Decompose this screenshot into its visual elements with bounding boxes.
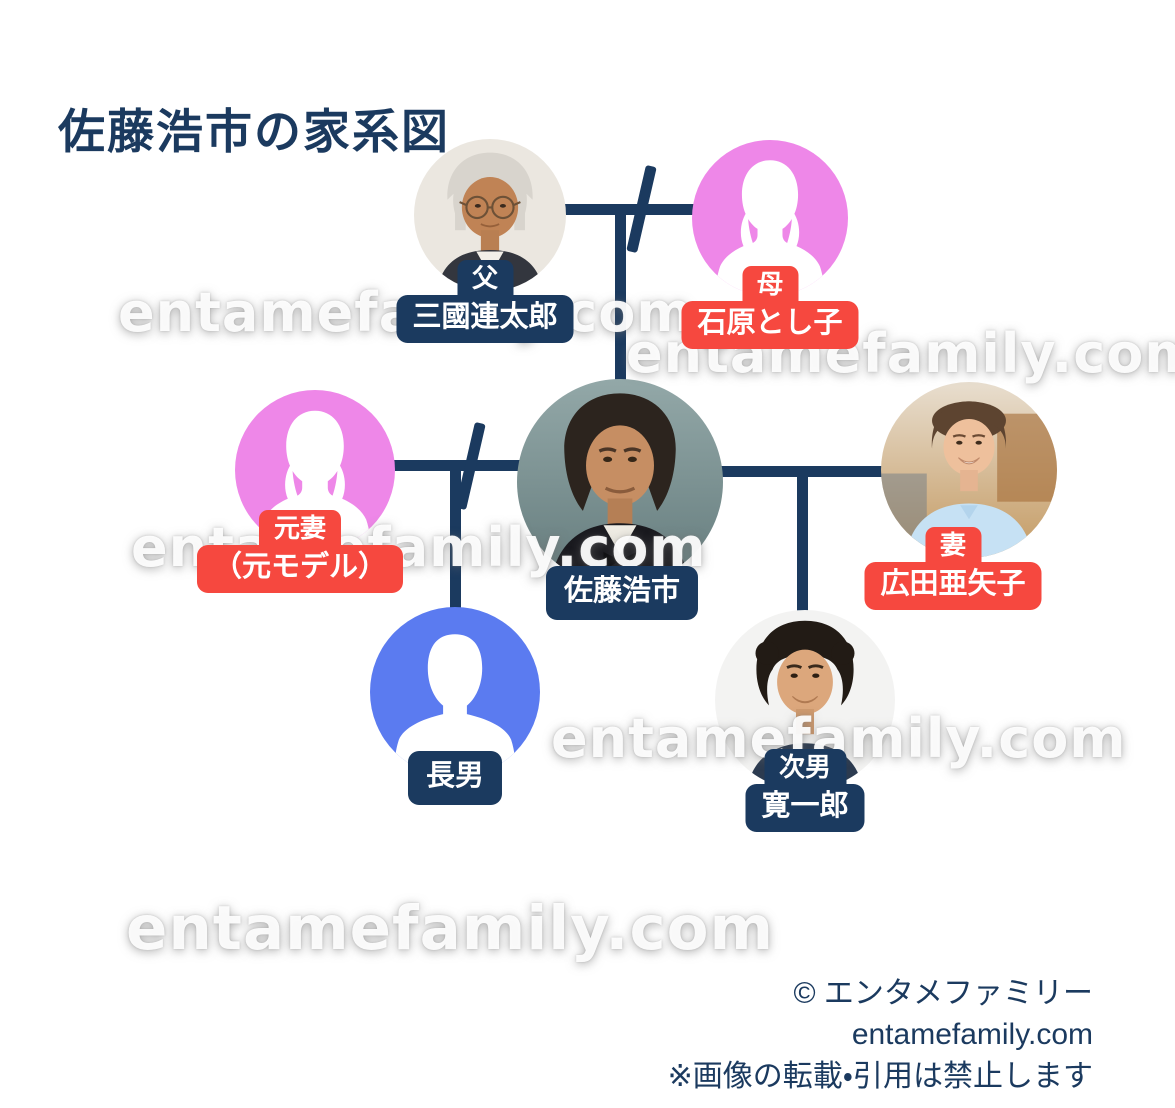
eldest-son-name: 長男: [407, 751, 503, 805]
mother-name: 石原とし子: [681, 300, 859, 350]
subject-name: 佐藤浩市: [545, 566, 699, 620]
second-son-label: 次男 寛一郎: [745, 749, 865, 833]
subject-label: 佐藤浩市: [545, 566, 699, 620]
footer-copyright: © エンタメファミリー: [793, 977, 1093, 1010]
mother-relation: 母: [741, 266, 799, 301]
person-subject: [517, 379, 723, 585]
subject-portrait-image: [517, 379, 723, 585]
footer-site: entamefamily.com: [851, 1018, 1093, 1052]
second-son-name: 寛一郎: [745, 783, 865, 833]
father-label: 父 三國連太郎: [396, 260, 574, 344]
second-son-relation: 次男: [763, 749, 847, 784]
watermark: entamefamily.com: [126, 893, 775, 964]
footer-notice: ※画像の転載・引用は禁止します: [667, 1059, 1093, 1093]
page-title: 佐藤浩市の家系図: [58, 105, 450, 159]
mother-label: 母 石原とし子: [681, 266, 859, 350]
ex-wife-name: （元モデル）: [196, 544, 404, 594]
person-eldest-son: [370, 607, 540, 777]
wife-relation: 妻: [924, 527, 982, 562]
person-mother: [692, 140, 848, 296]
descent-line-to-eldest-son: [450, 464, 461, 610]
ex-wife-label: 元妻 （元モデル）: [196, 510, 404, 594]
descent-line-to-second-son: [797, 471, 808, 613]
wife-name: 広田亜矢子: [864, 561, 1042, 611]
female-silhouette-icon: [715, 160, 825, 296]
male-silhouette-icon: [393, 634, 517, 777]
eldest-son-label: 長男: [407, 751, 503, 805]
father-name: 三國連太郎: [396, 294, 574, 344]
father-relation: 父: [456, 260, 514, 295]
marriage-line-father-mother: [558, 204, 698, 215]
descent-line-to-subject: [615, 209, 626, 399]
wife-label: 妻 広田亜矢子: [864, 527, 1042, 611]
ex-wife-relation: 元妻: [258, 510, 342, 545]
footer: © エンタメファミリー entamefamily.com ※画像の転載・引用は禁…: [668, 973, 1093, 1097]
